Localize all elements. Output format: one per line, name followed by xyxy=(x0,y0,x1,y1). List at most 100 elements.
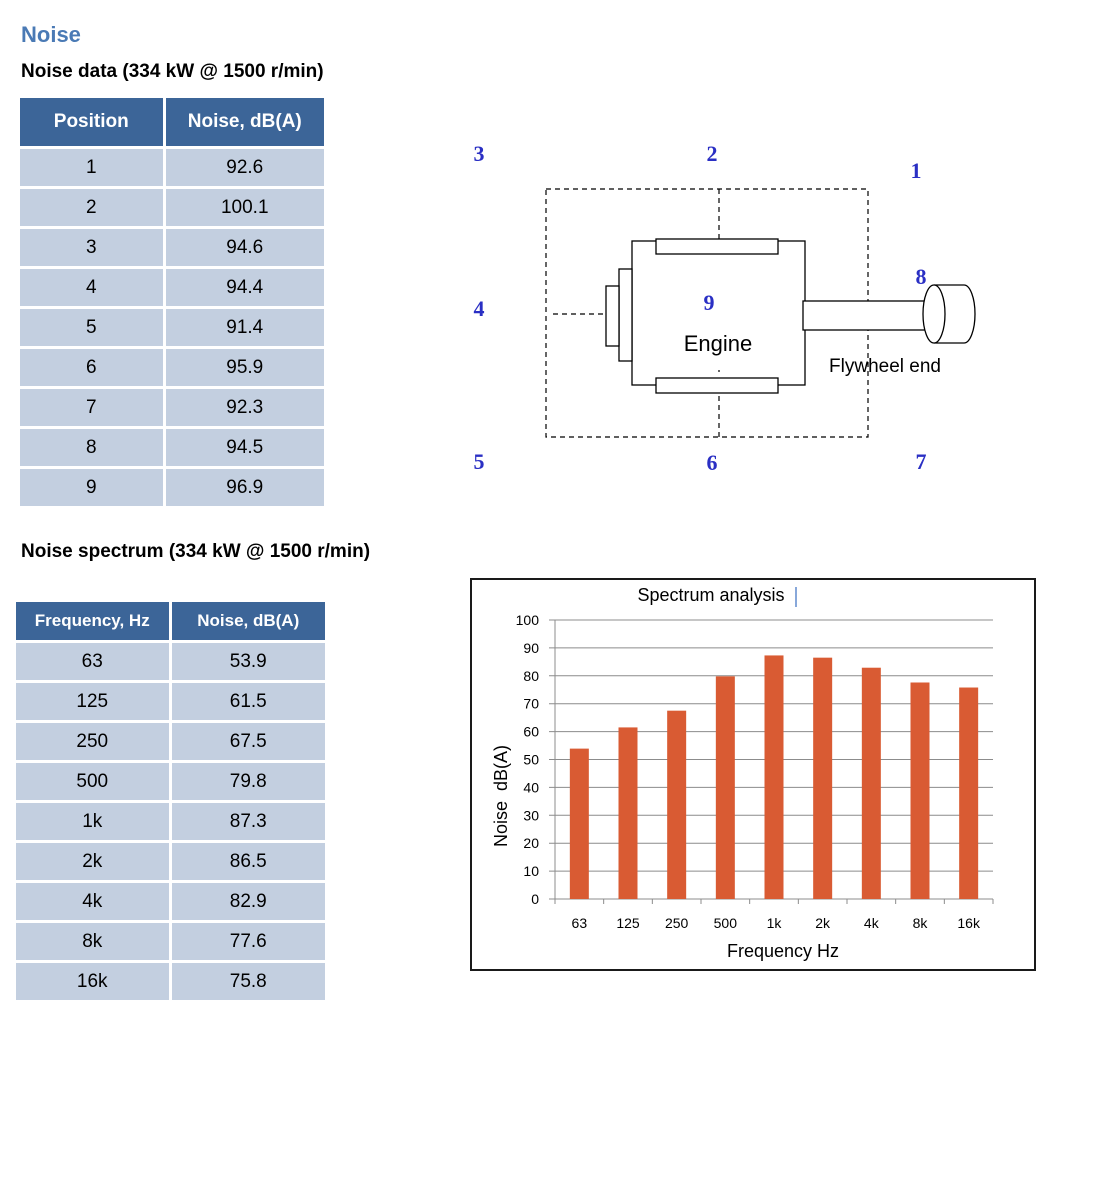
bar-125 xyxy=(618,727,638,899)
position-marker-2: 2 xyxy=(707,141,718,166)
position-cell: 9 xyxy=(20,466,166,506)
noise-value-cell: 92.3 xyxy=(164,386,324,428)
engine-bottom-rail xyxy=(655,377,779,394)
noise-value-cell: 67.5 xyxy=(170,720,325,762)
table-header-row: Frequency, Hz Noise, dB(A) xyxy=(16,602,325,642)
x-tick-label: 63 xyxy=(572,915,588,931)
position-cell: 5 xyxy=(20,306,166,348)
bar-1k xyxy=(764,655,784,899)
frequency-cell: 125 xyxy=(16,680,172,722)
position-cell: 2 xyxy=(20,186,166,228)
frequency-cell: 250 xyxy=(16,720,172,762)
y-tick-label: 40 xyxy=(523,779,539,795)
y-tick-label: 70 xyxy=(523,696,539,712)
engine-block xyxy=(631,240,806,386)
y-tick-label: 80 xyxy=(523,668,539,684)
position-marker-4: 4 xyxy=(474,296,485,321)
engine-front-pulley xyxy=(605,285,620,347)
position-marker-7: 7 xyxy=(916,449,927,474)
noise-value-cell: 61.5 xyxy=(170,680,325,722)
y-tick-label: 0 xyxy=(531,891,539,907)
chart-title: Spectrum analysis xyxy=(637,585,784,605)
position-cell: 7 xyxy=(20,386,166,428)
bar-8k xyxy=(910,682,930,899)
position-cell: 4 xyxy=(20,266,166,308)
frequency-cell: 2k xyxy=(16,840,172,882)
y-tick-label: 30 xyxy=(523,807,539,823)
noise-value-cell: 94.6 xyxy=(164,226,324,268)
flywheel-end-label: Flywheel end xyxy=(829,356,941,377)
engine-front-cover xyxy=(618,268,633,362)
x-tick-label: 16k xyxy=(957,915,981,931)
engine-top-rail xyxy=(655,238,779,255)
frequency-cell: 500 xyxy=(16,760,172,802)
bar-500 xyxy=(715,676,735,899)
x-tick-label: 500 xyxy=(714,915,738,931)
noise-value-cell: 94.5 xyxy=(164,426,324,468)
noise-value-cell: 95.9 xyxy=(164,346,324,388)
bar-16k xyxy=(959,687,979,899)
frequency-cell: 4k xyxy=(16,880,172,922)
noise-value-cell: 82.9 xyxy=(170,880,325,922)
position-cell: 8 xyxy=(20,426,166,468)
bar-63 xyxy=(569,748,589,899)
noise-table-title: Noise data (334 kW @ 1500 r/min) xyxy=(21,61,324,82)
noise-value-cell: 77.6 xyxy=(170,920,325,962)
spectrum-table-title: Noise spectrum (334 kW @ 1500 r/min) xyxy=(21,541,371,562)
noise-value-cell: 87.3 xyxy=(170,800,325,842)
flywheel-shaft xyxy=(802,300,928,331)
noise-value-cell: 75.8 xyxy=(170,960,325,1000)
frequency-cell: 1k xyxy=(16,800,172,842)
y-tick-label: 10 xyxy=(523,863,539,879)
noise-value-cell: 92.6 xyxy=(164,146,324,188)
position-marker-8: 8 xyxy=(916,264,927,289)
x-tick-label: 4k xyxy=(864,915,880,931)
noise-value-cell: 86.5 xyxy=(170,840,325,882)
noise-value-cell: 91.4 xyxy=(164,306,324,348)
x-tick-label: 2k xyxy=(815,915,831,931)
position-cell: 1 xyxy=(20,146,166,188)
position-cell: 6 xyxy=(20,346,166,388)
noise-value-cell: 100.1 xyxy=(164,186,324,228)
engine-label: Engine xyxy=(684,331,753,356)
engine-outline xyxy=(605,238,976,394)
spectrum-chart-canvas: Spectrum analysis 0102030405060708090100… xyxy=(491,585,994,961)
x-tick-label: 1k xyxy=(767,915,783,931)
position-marker-5: 5 xyxy=(474,449,485,474)
flywheel-housing xyxy=(934,284,976,344)
position-cell: 3 xyxy=(20,226,166,268)
column-header-position: Position xyxy=(20,98,166,148)
section-title: Noise xyxy=(21,22,81,47)
x-tick-label: 8k xyxy=(913,915,929,931)
position-marker-3: 3 xyxy=(474,141,485,166)
x-axis-label: Frequency Hz xyxy=(727,941,839,961)
y-axis-label: Noise dB(A) xyxy=(491,745,511,847)
noise-value-cell: 96.9 xyxy=(164,466,324,506)
x-tick-label: 125 xyxy=(616,915,640,931)
position-marker-1: 1 xyxy=(911,158,922,183)
noise-value-cell: 53.9 xyxy=(170,640,325,682)
y-tick-label: 90 xyxy=(523,640,539,656)
y-tick-label: 60 xyxy=(523,724,539,740)
bar-4k xyxy=(861,667,881,899)
bar-2k xyxy=(813,657,833,899)
noise-value-cell: 94.4 xyxy=(164,266,324,308)
y-tick-label: 50 xyxy=(523,752,539,768)
